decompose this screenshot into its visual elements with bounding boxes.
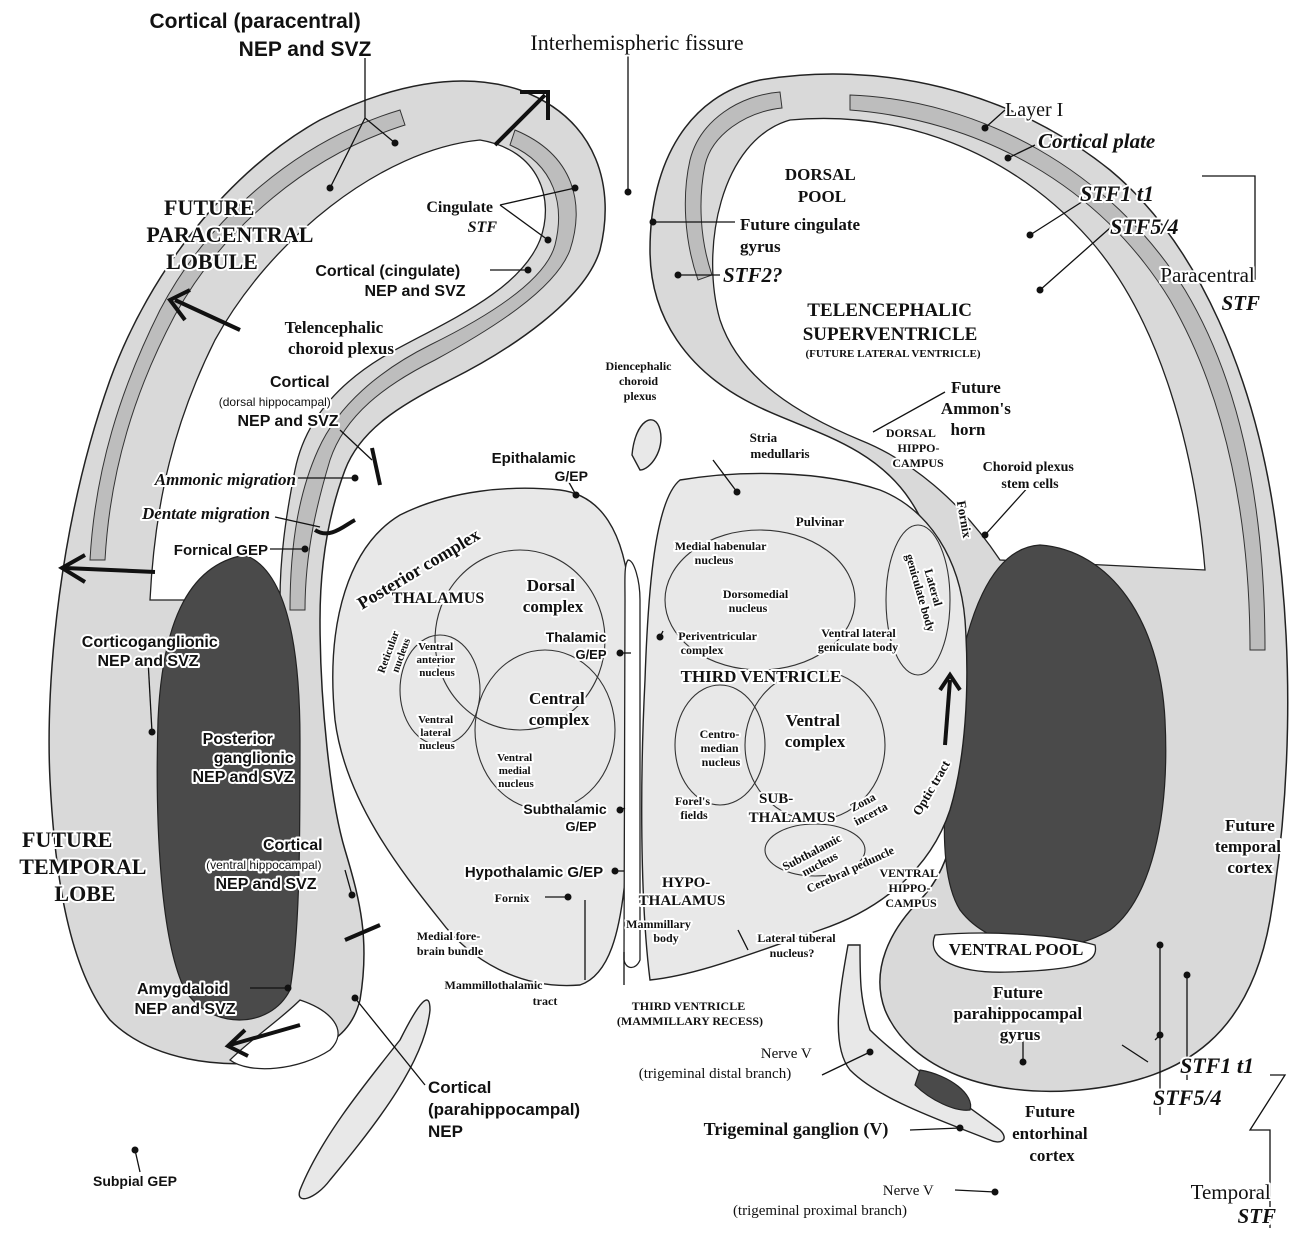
ammonic-migration-label: Ammonic migration <box>154 470 296 489</box>
third-ventricle-mammillary-label: THIRD VENTRICLE (MAMMILLARY RECESS) <box>617 999 763 1028</box>
thalamus-label: THALAMUS <box>392 590 485 607</box>
right-ganglionic-eminence <box>944 545 1165 947</box>
hypothalamic-gep-label: Hypothalamic G/EP <box>465 864 603 881</box>
mammillothalamic-label: Mammillothalamic tract <box>445 978 558 1008</box>
subpial-gep-label: Subpial GEP <box>93 1173 177 1189</box>
medial-forebrain-bundle-label: Medial fore- brain bundle <box>417 929 484 958</box>
stf2-label: STF2? <box>723 263 783 287</box>
nerve-v-distal-label: Nerve V (trigeminal distal branch) <box>639 1046 815 1082</box>
third-ventricle-label: THIRD VENTRICLE <box>681 667 842 686</box>
fornical-gep-label: Fornical GEP <box>174 542 268 559</box>
layer-i-label: Layer I <box>1005 99 1063 121</box>
stf1-bottom-label: STF1 t1 <box>1180 1053 1254 1078</box>
stf54-bottom-label: STF5/4 <box>1153 1085 1221 1110</box>
cortical-parahippocampal-label: Cortical (parahippocampal) NEP <box>428 1078 585 1141</box>
trigeminal-ganglion-label: Trigeminal ganglion (V) <box>704 1119 889 1140</box>
future-lateral-ventricle-label: (FUTURE LATERAL VENTRICLE) <box>805 348 980 360</box>
stf54-top-label: STF5/4 <box>1110 214 1178 239</box>
epithalamic-gep-label: Epithalamic G/EP <box>492 450 588 484</box>
ventral-anterior-label: Ventral anterior nucleus <box>416 641 457 679</box>
ventral-hippocampus-label: VENTRAL HIPPO- CAMPUS <box>879 866 940 910</box>
forels-fields-label: Forel's fields <box>675 794 713 822</box>
nerve-v-proximal-label: Nerve V (trigeminal proximal branch) <box>733 1183 937 1219</box>
diencephalic-choroid-label: Diencephalic choroid plexus <box>606 359 675 403</box>
dentate-migration-label: Dentate migration <box>141 504 270 523</box>
diencephalic-choroid-plexus <box>632 420 661 470</box>
future-entorhinal-label: Future entorhinal cortex <box>1012 1102 1092 1165</box>
ventral-medial-label: Ventral medial nucleus <box>497 752 535 790</box>
ventral-lateral-nucleus-label: Ventral lateral nucleus <box>418 714 456 752</box>
interhemispheric-fissure-label: Interhemispheric fissure <box>530 30 743 55</box>
cortical-paracentral-label: Cortical (paracentral) NEP and SVZ <box>149 10 371 61</box>
left-ganglionic-eminence <box>157 555 300 1020</box>
left-diencephalon <box>333 488 632 985</box>
stf1-top-label: STF1 t1 <box>1080 181 1154 206</box>
pulvinar-label: Pulvinar <box>796 514 845 529</box>
fornix-center-label: Fornix <box>495 891 530 905</box>
dorsal-hippocampal-arrow <box>372 448 380 485</box>
ventral-pool-label: VENTRAL POOL <box>949 940 1084 959</box>
lateral-tuberal-label: Lateral tuberal nucleus? <box>757 931 838 960</box>
ventral-lateral-geniculate-label: Ventral lateral geniculate body <box>818 626 899 654</box>
centromedian-label: Centro- median nucleus <box>700 727 743 769</box>
stria-medullaris-label: Stria medullaris <box>750 430 810 461</box>
temporal-stf-label: Temporal STF <box>1191 1180 1276 1228</box>
cortical-plate-label: Cortical plate <box>1038 129 1155 153</box>
third-ventricle-slit <box>624 560 640 968</box>
